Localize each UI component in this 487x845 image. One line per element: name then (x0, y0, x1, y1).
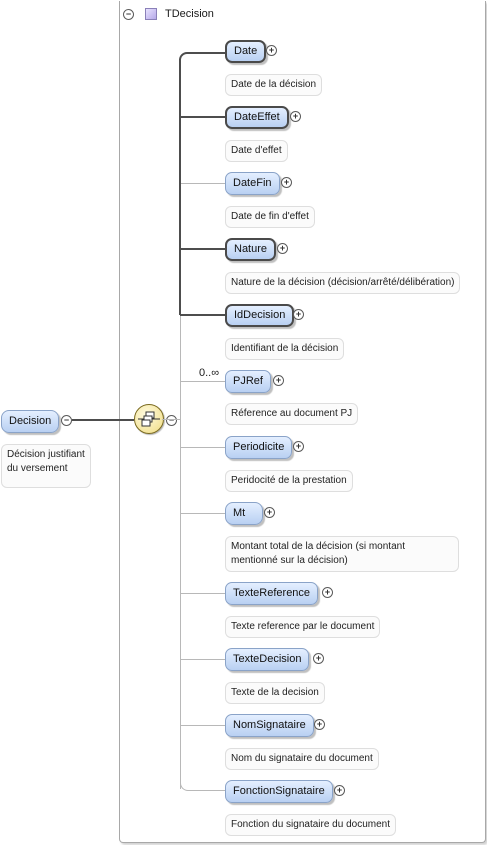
expand-textereference-icon[interactable]: + (322, 587, 333, 598)
connector-line (72, 419, 134, 421)
expand-fonctionsignataire-icon[interactable]: + (334, 785, 345, 796)
root-description: Décision justifiant du versement (1, 444, 91, 488)
element-textedecision[interactable]: TexteDecision (225, 648, 310, 671)
connector-line (181, 725, 225, 726)
element-iddecision-description: Identifiant de la décision (225, 338, 345, 360)
expand-nature-icon[interactable]: + (277, 243, 288, 254)
connector-line (162, 419, 180, 420)
element-date-description: Date de la décision (225, 74, 323, 96)
collapse-type-icon[interactable]: − (123, 9, 134, 20)
connector-line (187, 52, 225, 54)
element-textereference-description: Texte reference par le document (225, 616, 381, 638)
element-pjref[interactable]: PJRef (225, 370, 271, 393)
element-textereference[interactable]: TexteReference (225, 582, 319, 605)
element-datefin[interactable]: DateFin (225, 172, 280, 195)
connector-line (180, 314, 225, 316)
connector-line (180, 116, 225, 118)
element-date[interactable]: Date (225, 40, 267, 63)
connector-line (180, 315, 181, 789)
expand-date-icon[interactable]: + (266, 45, 277, 56)
element-datefin-description: Date de fin d'effet (225, 206, 315, 228)
connector-line (180, 248, 225, 250)
element-iddecision[interactable]: IdDecision (225, 304, 295, 327)
element-fonctionsignataire[interactable]: FonctionSignataire (225, 780, 333, 803)
element-periodicite-description: Peridocité de la prestation (225, 470, 353, 492)
root-element-decision[interactable]: Decision (1, 410, 60, 433)
element-dateeffet-description: Date d'effet (225, 140, 288, 162)
element-fonctionsignataire-description: Fonction du signataire du document (225, 814, 396, 836)
connector-line (181, 183, 225, 184)
connector-line (181, 593, 225, 594)
connector-line (181, 513, 225, 514)
expand-periodicite-icon[interactable]: + (293, 441, 304, 452)
element-mt-description: Montant total de la décision (si montant… (225, 536, 459, 572)
connector-line (181, 659, 225, 660)
element-nature[interactable]: Nature (225, 238, 277, 261)
element-periodicite[interactable]: Periodicite (225, 436, 293, 459)
sequence-icon[interactable] (134, 404, 164, 434)
element-pjref-description: Réference au document PJ (225, 403, 359, 425)
element-nomsignataire[interactable]: NomSignataire (225, 714, 314, 737)
expand-dateeffet-icon[interactable]: + (290, 111, 301, 122)
element-nomsignataire-description: Nom du signataire du document (225, 748, 379, 770)
expand-datefin-icon[interactable]: + (281, 177, 292, 188)
connector-line (179, 59, 181, 315)
expand-mt-icon[interactable]: + (264, 507, 275, 518)
expand-iddecision-icon[interactable]: + (293, 309, 304, 320)
element-nature-description: Nature de la décision (décision/arrêté/d… (225, 272, 461, 294)
connector-line (180, 779, 191, 791)
element-mt[interactable]: Mt (225, 502, 263, 525)
element-dateeffet[interactable]: DateEffet (225, 106, 289, 129)
occurrence-label: 0..∞ (199, 367, 220, 379)
collapse-root-icon[interactable]: − (61, 415, 72, 426)
expand-textedecision-icon[interactable]: + (313, 653, 324, 664)
type-name: TDecision (165, 8, 214, 20)
collapse-sequence-icon[interactable]: − (166, 415, 177, 426)
expand-nomsignataire-icon[interactable]: + (314, 719, 325, 730)
connector-line (181, 447, 225, 448)
connector-line (179, 52, 191, 64)
complex-type-icon (145, 8, 157, 20)
expand-pjref-icon[interactable]: + (273, 375, 284, 386)
connector-line (189, 790, 225, 791)
element-textedecision-description: Texte de la decision (225, 682, 325, 704)
connector-line (181, 381, 225, 382)
